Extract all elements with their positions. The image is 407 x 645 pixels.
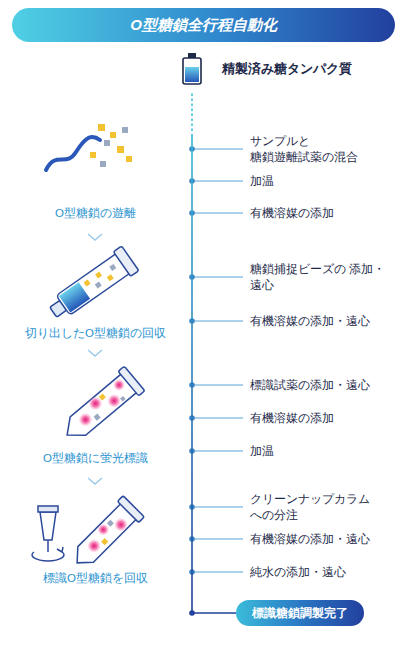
start-item: 精製済み糖タンパク質 (181, 52, 352, 86)
step-text: 有機溶媒の添加 (250, 410, 334, 426)
step-text: サンプルと 糖鎖遊離試薬の混合 (250, 133, 400, 165)
step-text: 標識試薬の添加・遠心 (250, 377, 370, 393)
step-tick (192, 384, 243, 385)
step-tick (192, 571, 243, 572)
step-tick (192, 538, 243, 539)
start-label: 精製済み糖タンパク質 (222, 60, 352, 78)
step-tick (192, 148, 243, 149)
step-tick (192, 212, 243, 213)
step-text: 有機溶媒の添加・遠心 (250, 313, 370, 329)
step-tick (192, 180, 243, 181)
stage-caption: O型糖鎖の遊離 (55, 206, 136, 221)
diagram-title: O型糖鎖全行程自動化 (130, 16, 277, 35)
bottle-icon (181, 52, 203, 86)
step-tick (192, 320, 243, 321)
step-text: 加温 (250, 173, 274, 189)
timeline-end-dot (189, 610, 195, 616)
step-tick (192, 450, 243, 451)
step-text: 有機溶媒の添加・遠心 (250, 531, 370, 547)
title-band: O型糖鎖全行程自動化 (12, 8, 395, 42)
timeline-connector (189, 94, 236, 616)
bottle-liquid (185, 67, 199, 82)
cleanup-figure (32, 496, 144, 574)
step-text: 糖鎖捕捉ビーズの 添加・遠心 (250, 261, 400, 293)
step-text: 有機溶媒の添加 (250, 205, 334, 221)
timeline-dotted (191, 94, 193, 134)
step-tick (192, 276, 243, 277)
finish-label: 標識糖鎖調製完了 (252, 605, 348, 622)
stage-caption: 標識O型糖鎖を回収 (43, 571, 148, 586)
step-tick (192, 506, 243, 507)
step-text: クリーンナップカラム への分注 (250, 491, 400, 523)
step-text: 純水の添加・遠心 (250, 564, 346, 580)
capture-column (45, 246, 139, 324)
bottle-body (183, 58, 201, 84)
labeling-tube (57, 366, 145, 447)
stage-caption: 切り出したO型糖鎖の回収 (25, 326, 166, 341)
step-tick (192, 417, 243, 418)
step-text: 加温 (250, 443, 274, 459)
timeline-line (192, 134, 236, 613)
stage-caption: O型糖鎖に蛍光標識 (43, 451, 148, 466)
glycoprotein-figure (46, 124, 132, 170)
finish-pill: 標識糖鎖調製完了 (236, 600, 364, 626)
